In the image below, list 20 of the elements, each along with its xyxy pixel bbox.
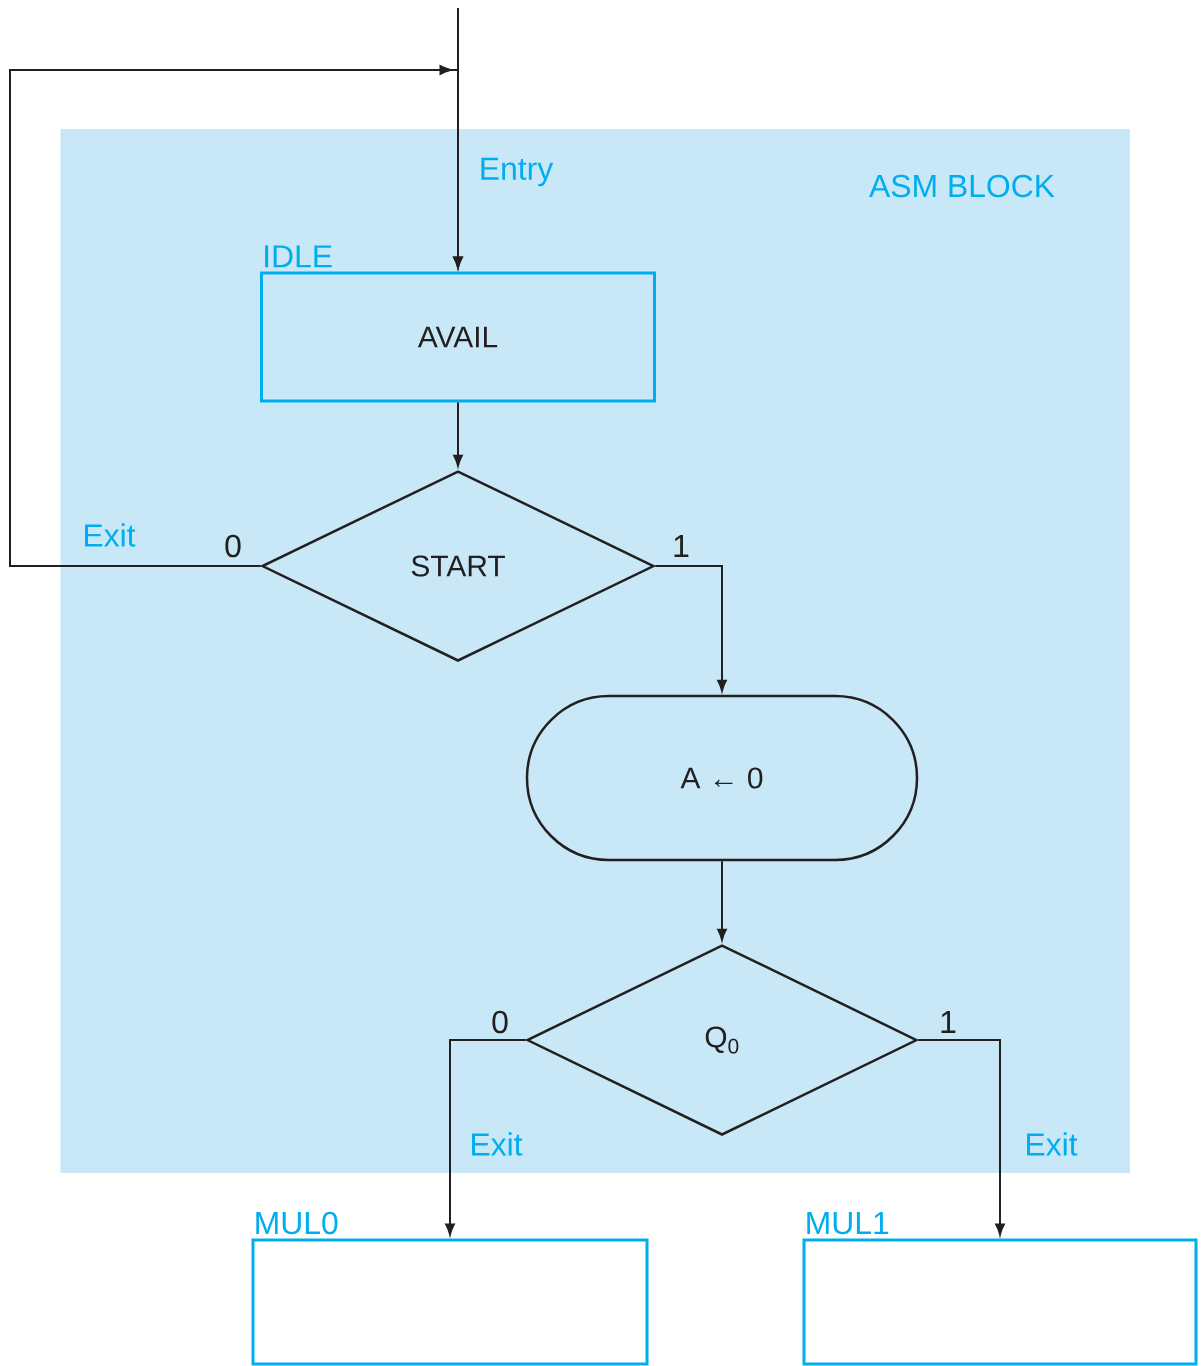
arrow bbox=[717, 860, 727, 941]
edge-label: 0 bbox=[225, 534, 241, 558]
node-label: MUL0 bbox=[256, 1211, 338, 1235]
exit-label: Exit bbox=[472, 1132, 523, 1156]
arrow bbox=[9, 65, 463, 567]
arrow bbox=[917, 1039, 1005, 1236]
edge-label: 0 bbox=[492, 1010, 508, 1034]
exit-label: Exit bbox=[1027, 1132, 1078, 1156]
edge-label: 1 bbox=[674, 535, 689, 557]
node-label: MUL1 bbox=[807, 1212, 889, 1235]
arrow bbox=[445, 1039, 527, 1236]
arrow bbox=[654, 565, 727, 692]
exit-label: Exit bbox=[85, 523, 136, 547]
state-box: AVAIL IDLE bbox=[260, 245, 656, 403]
state-box: MUL0 bbox=[251, 1211, 649, 1366]
node-label: IDLE bbox=[265, 245, 332, 268]
edge-label: 1 bbox=[941, 1011, 956, 1033]
edge-label: Entry bbox=[481, 157, 554, 187]
state-box: MUL1 bbox=[802, 1212, 1198, 1366]
arrow bbox=[453, 401, 463, 467]
